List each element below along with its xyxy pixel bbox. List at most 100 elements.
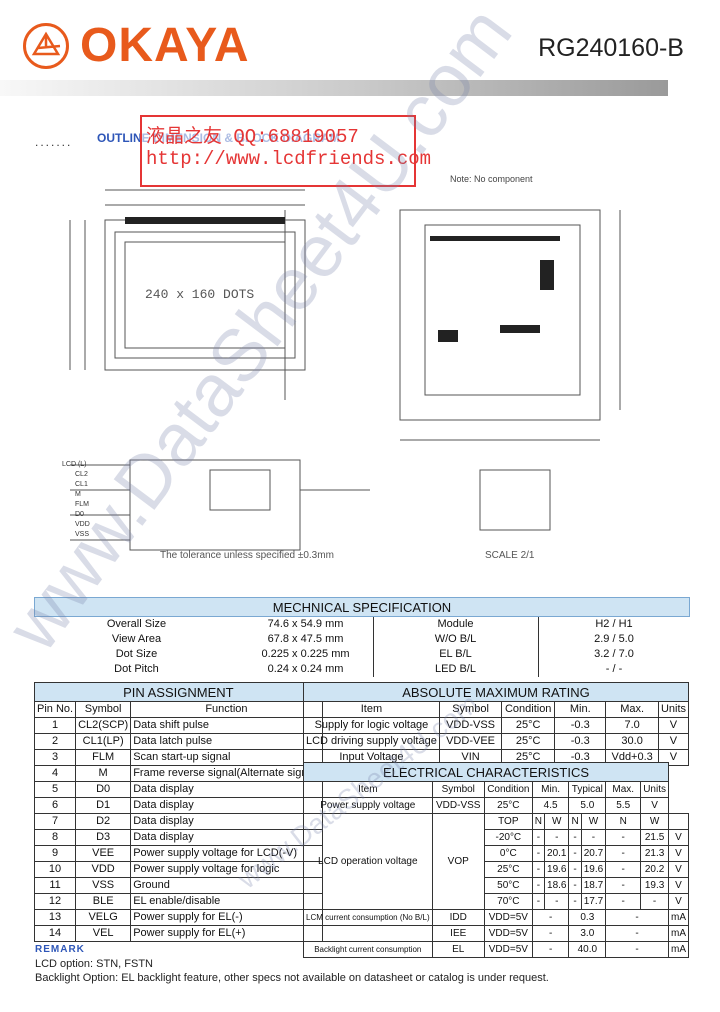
elec-cell: 0°C: [483, 845, 533, 862]
unit-cell: V: [668, 877, 689, 894]
pin-cell: D0: [75, 781, 132, 798]
elec-cell: -: [531, 925, 570, 942]
pin-cell: M: [75, 765, 132, 782]
elec-cell: VDD=5V: [483, 925, 533, 942]
pin-cell: Scan start-up signal: [130, 749, 323, 766]
elec-cell: 21.5: [640, 829, 669, 846]
pin-cell: 2: [33, 733, 77, 750]
spec-module: W/O B/L: [373, 632, 539, 647]
elec-cell: -: [605, 829, 642, 846]
spec-h: 3.2 / 7.0: [594, 648, 634, 660]
elec-cell: -: [605, 925, 669, 942]
col-header: Units: [640, 781, 669, 798]
elec-cell: 21.3: [640, 845, 669, 862]
elec-cell: VDD=5V: [483, 909, 533, 926]
brand-name: OKAYA: [80, 19, 250, 72]
scale-note: SCALE 2/1: [485, 550, 535, 561]
elec-cell: -: [531, 861, 546, 878]
spec-h: 2.9 / 5.0: [594, 633, 634, 645]
n-cell: N: [568, 813, 582, 830]
remark-title: REMARK: [35, 944, 85, 955]
pin-cell: CL1(LP): [75, 733, 132, 750]
pin-cell: D2: [75, 813, 132, 830]
spec-item: Dot Size: [115, 648, 158, 660]
elec-cell: [303, 925, 433, 942]
col-header: Condition: [501, 701, 556, 718]
col-header: Symbol: [75, 701, 132, 718]
col-header: Max.: [605, 701, 659, 718]
pin-cell: FLM: [75, 749, 132, 766]
elec-cell: 19.6: [580, 861, 607, 878]
elec-cell: Backlight current consumption: [303, 941, 433, 958]
unit-cell: V: [668, 845, 689, 862]
elec-cell: 19.6: [544, 861, 570, 878]
pin-cell: 3: [33, 749, 77, 766]
pin-cell: 6: [33, 797, 77, 814]
okaya-logo-icon: [23, 23, 69, 69]
pin-assignment-title: PIN ASSIGNMENT: [34, 682, 323, 702]
elec-cell: 5.0: [568, 797, 607, 814]
elec-cell: -: [531, 877, 546, 894]
elec-cell: 3.0: [568, 925, 607, 942]
elec-cell: 0.3: [568, 909, 607, 926]
elec-cell: -: [531, 941, 570, 958]
abs-cell: V: [657, 733, 690, 750]
pin-cell: 14: [33, 925, 77, 942]
spec-module: LED B/L: [373, 662, 539, 677]
model-number: RG240160-B: [538, 34, 684, 62]
pin-cell: VSS: [75, 877, 132, 894]
n-cell: N: [531, 813, 546, 830]
elec-cell: -: [640, 893, 669, 910]
spec-module: Module: [373, 616, 539, 632]
pin-cell: EL enable/disable: [130, 893, 323, 910]
spec-module: EL B/L: [373, 647, 539, 662]
elec-cell: 70°C: [483, 893, 533, 910]
watermark-line2: http://www.lcdfriends.com: [146, 148, 432, 170]
pin-label: LCD (L): [62, 461, 87, 468]
pin-cell: Power supply for EL(-): [130, 909, 323, 926]
elec-cell: -: [531, 909, 570, 926]
col-header: Max.: [605, 781, 642, 798]
abs-cell: LCD driving supply voltage: [303, 733, 440, 750]
abs-max-title: ABSOLUTE MAXIMUM RATING: [303, 682, 689, 702]
abs-cell: -0.3: [554, 749, 607, 766]
pin-label: CL2: [75, 471, 88, 478]
elec-cell: -: [605, 861, 642, 878]
spec-h: H2 / H1: [595, 618, 633, 630]
pin-cell: 4: [33, 765, 77, 782]
elec-cell: 20.1: [544, 845, 570, 862]
pin-label: D0: [75, 511, 84, 518]
abs-cell: 30.0: [605, 733, 659, 750]
watermark-stamp: [140, 115, 416, 187]
elec-cell: LCM current consumption (No B/L): [303, 909, 433, 926]
unit-cell: V: [668, 829, 689, 846]
pin-cell: VELG: [75, 909, 132, 926]
elec-cell: -: [568, 829, 582, 846]
elec-cell: -: [531, 845, 546, 862]
elec-cell: 40.0: [568, 941, 607, 958]
pin-cell: 13: [33, 909, 77, 926]
elec-cell: EL: [431, 941, 485, 958]
abs-cell: V: [657, 717, 690, 734]
elec-cell: IEE: [431, 925, 485, 942]
elec-cell: 18.6: [544, 877, 570, 894]
elec-cell: mA: [668, 925, 689, 942]
pin-cell: Power supply voltage for logic: [130, 861, 323, 878]
